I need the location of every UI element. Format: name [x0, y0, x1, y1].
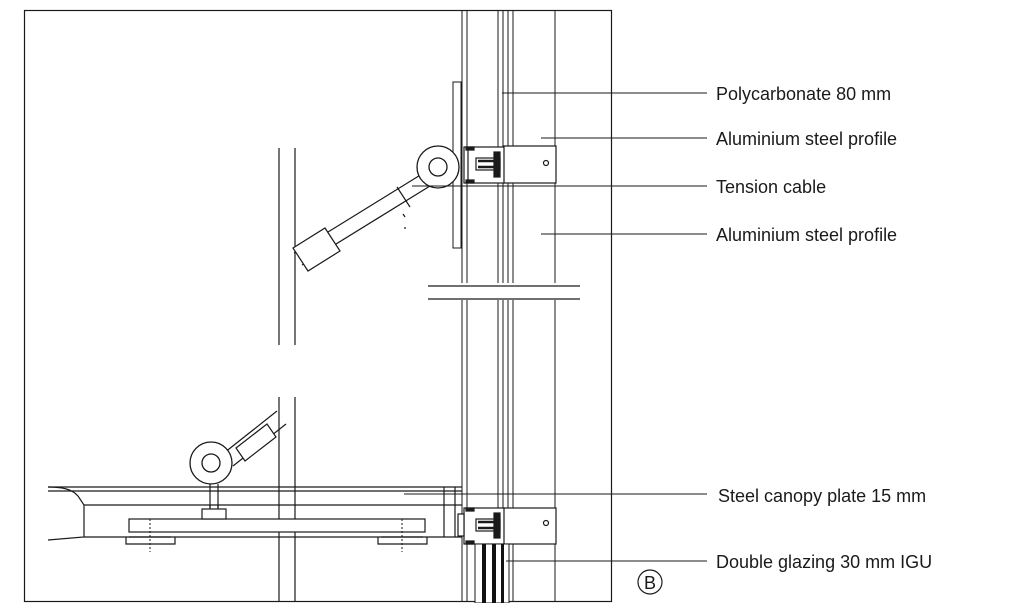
annotation-labels: Polycarbonate 80 mm Aluminium steel prof… — [716, 84, 932, 572]
break-lines — [428, 283, 590, 300]
double-glazing-unit — [474, 543, 510, 603]
label-tension-cable: Tension cable — [716, 177, 826, 197]
tension-rod-upper — [292, 173, 431, 272]
label-aluminium-profile-2: Aluminium steel profile — [716, 225, 897, 245]
pin-joint-upper — [416, 145, 460, 189]
leader-lines — [404, 92, 707, 562]
profile-clamp-lower — [457, 507, 557, 545]
tension-rod-lower — [209, 410, 287, 511]
drawing-frame — [23, 9, 613, 603]
section-marker-letter: B — [644, 573, 656, 593]
anchor-bolts — [149, 519, 403, 552]
facade-mullion-lines — [461, 10, 556, 602]
pin-joint-lower — [189, 441, 233, 485]
label-canopy-plate: Steel canopy plate 15 mm — [718, 486, 926, 506]
profile-clamp-upper — [463, 145, 557, 184]
section-marker: B — [637, 569, 663, 595]
label-double-glazing: Double glazing 30 mm IGU — [716, 552, 932, 572]
label-polycarbonate: Polycarbonate 80 mm — [716, 84, 891, 104]
label-aluminium-profile-1: Aluminium steel profile — [716, 129, 897, 149]
steel-canopy-plate — [47, 486, 462, 545]
interior-column — [278, 148, 296, 602]
